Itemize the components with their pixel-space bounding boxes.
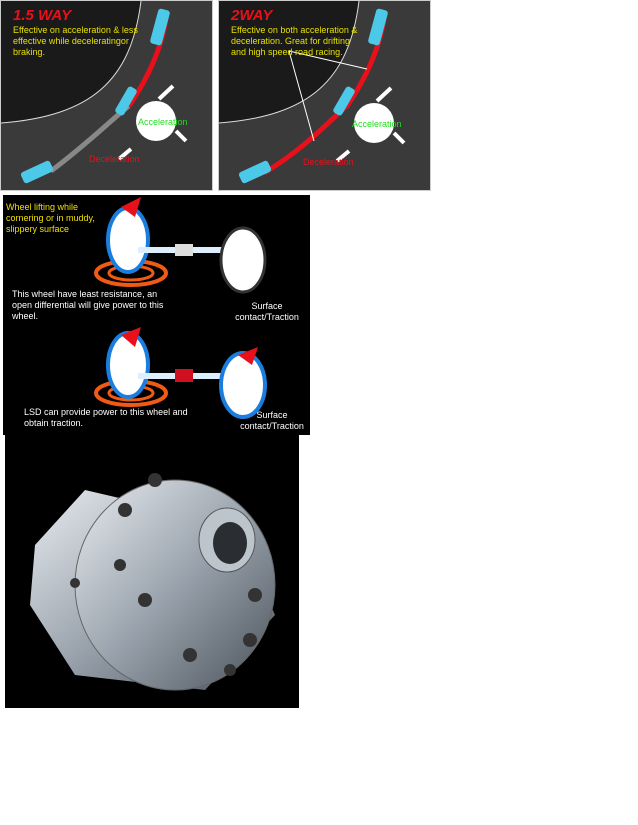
surface-traction-caption: Surface contact/Traction — [235, 301, 299, 322]
panel-description: Effective on acceleration & less effecti… — [13, 25, 138, 57]
surface-traction-caption: Surface contact/Traction — [240, 410, 304, 431]
track-illustration — [219, 1, 430, 190]
open-diff-caption: This wheel have least resistance, an ope… — [12, 289, 164, 321]
lsd-traction-diagram: Wheel lifting while cornering or in mudd… — [3, 195, 310, 435]
differential-image — [30, 473, 276, 691]
deceleration-label: Deceleration — [89, 154, 140, 164]
panel-description: Effective on both acceleration & deceler… — [231, 25, 358, 57]
track-illustration — [1, 1, 212, 190]
panel-title: 1.5 WAY — [13, 7, 72, 24]
one-and-half-way-diagram: 1.5 WAY Effective on acceleration & less… — [0, 0, 213, 191]
lsd-unit-photo — [5, 435, 299, 708]
acceleration-label: Acceleration — [138, 117, 188, 127]
panel-title: 2WAY — [231, 7, 273, 24]
deceleration-label: Deceleration — [303, 157, 354, 167]
wheel-lifting-caption: Wheel lifting while cornering or in mudd… — [6, 202, 95, 234]
wheel-axle-illustration — [94, 197, 267, 419]
two-way-diagram: 2WAY Effective on both acceleration & de… — [218, 0, 431, 191]
lsd-caption: LSD can provide power to this wheel and … — [24, 407, 188, 428]
acceleration-label: Acceleration — [352, 119, 402, 129]
